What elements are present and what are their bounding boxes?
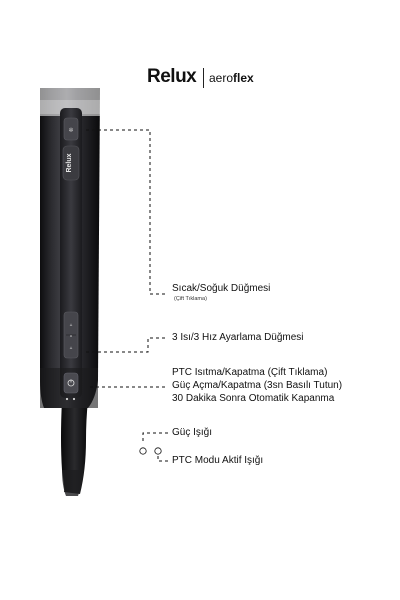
svg-text:▵: ▵ <box>70 345 73 351</box>
power-line-2: Güç Açma/Kapatma (3sn Basılı Tutun) <box>172 380 343 391</box>
power-line-3: 30 Dakika Sonra Otomatik Kapanma <box>172 393 335 404</box>
badge-text: Relux <box>66 153 73 172</box>
brand-name: Relux <box>147 66 197 87</box>
power-line-1: PTC Isıtma/Kapatma (Çift Tıklama) <box>172 367 328 378</box>
logo-divider <box>203 68 204 88</box>
power-light-label: Güç Işığı <box>172 427 213 438</box>
svg-text:✲: ✲ <box>68 127 73 134</box>
ptc-light-dot <box>72 397 76 401</box>
power-light-indicator <box>139 447 147 455</box>
device-badge <box>62 145 80 181</box>
ptc-light-indicator <box>154 447 162 455</box>
heat-speed-label: 3 Isı/3 Hız Ayarlama Düğmesi <box>172 332 304 343</box>
product-name: aeroflex <box>209 71 254 85</box>
brand-logo: Relux aeroflex <box>147 66 287 90</box>
hot-cold-label: Sıcak/Soğuk Düğmesi <box>172 283 271 294</box>
cord-tail <box>62 470 84 496</box>
hot-cold-note: (Çift Tıklama) <box>174 296 207 302</box>
power-button <box>63 372 79 394</box>
hot-cold-button <box>63 117 79 141</box>
ptc-light-label: PTC Modu Aktif Işığı <box>172 455 264 466</box>
leader-lines <box>86 129 168 462</box>
power-light-dot <box>65 397 69 401</box>
svg-text:▵: ▵ <box>70 322 73 328</box>
